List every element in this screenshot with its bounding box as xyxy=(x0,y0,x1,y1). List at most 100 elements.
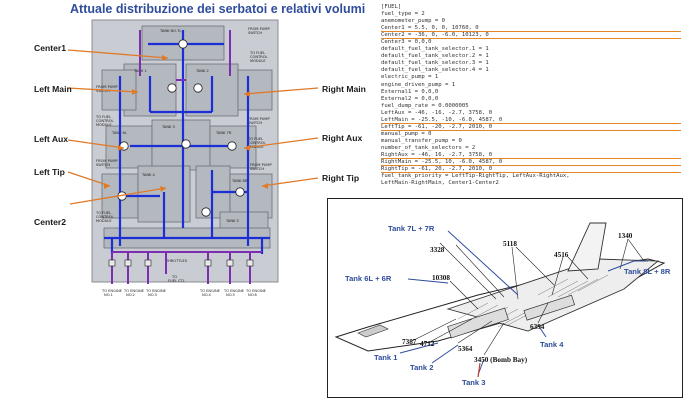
page-title: Attuale distribuzione dei serbatoi e rel… xyxy=(70,2,366,16)
callout-center1: Center1 xyxy=(34,43,66,53)
volume-4712: 4712 xyxy=(420,340,435,348)
svg-text:CONTROL: CONTROL xyxy=(248,141,266,145)
svg-text:SWITCH: SWITCH xyxy=(96,163,110,167)
volume-6394: 6394 xyxy=(530,323,545,331)
config-line: number_of_tank_selectors = 2 xyxy=(381,144,476,151)
config-line: default_fuel_tank_selector.1 = 1 xyxy=(381,46,489,53)
svg-text:MODULE: MODULE xyxy=(250,59,266,63)
config-line: [FUEL] xyxy=(381,4,402,10)
label-tank-7l-7r: Tank 7L + 7R xyxy=(388,224,435,233)
volume-3450-bomb-bay: 3450 (Bomb Bay) xyxy=(474,356,528,364)
svg-text:NO.4: NO.4 xyxy=(202,293,212,297)
volume-5364: 5364 xyxy=(458,345,473,353)
config-line: fuel_dump_rate = 0.0000005 xyxy=(381,102,469,109)
config-line: default_fuel_tank_selector.4 = 1 xyxy=(381,67,489,74)
config-line: default_fuel_tank_selector.2 = 1 xyxy=(381,53,489,60)
fuel-system-schematic: TANK NO.7L TANK 1 TANK 2 TANK 3 TANK 6L … xyxy=(0,16,380,402)
callout-right-tip: Right Tip xyxy=(322,173,360,183)
config-line: electric_pump = 1 xyxy=(381,74,439,81)
svg-text:TANK 2: TANK 2 xyxy=(195,69,209,73)
svg-text:TO ENGINE: TO ENGINE xyxy=(245,289,267,293)
svg-text:TO ENGINE: TO ENGINE xyxy=(145,289,167,293)
label-tank-2: Tank 2 xyxy=(410,363,434,372)
svg-text:MODULE: MODULE xyxy=(96,123,112,127)
svg-text:SWITCH: SWITCH xyxy=(248,121,262,125)
svg-text:NO.3: NO.3 xyxy=(148,293,157,297)
svg-text:FROM PUMP: FROM PUMP xyxy=(96,159,119,163)
svg-text:TANK 7R: TANK 7R xyxy=(215,131,232,135)
config-line: LeftAux = -46, -16, -2.7, 3758, 0 xyxy=(381,109,493,116)
svg-text:TANK 3: TANK 3 xyxy=(161,125,175,129)
config-line: Center3 = 0,0,0 xyxy=(381,39,432,46)
config-line: engine_driven_pump = 1 xyxy=(381,81,456,88)
config-line: External2 = 0,0,0 xyxy=(381,95,439,102)
svg-text:FUEL CTL: FUEL CTL xyxy=(168,279,185,283)
callout-left-aux: Left Aux xyxy=(34,134,69,144)
svg-text:NO.2: NO.2 xyxy=(126,293,135,297)
svg-text:TANK 5: TANK 5 xyxy=(225,219,239,223)
svg-text:TO ENGINE: TO ENGINE xyxy=(101,289,123,293)
label-tank-4: Tank 4 xyxy=(540,340,564,349)
svg-text:THROTTLES: THROTTLES xyxy=(165,259,188,263)
svg-text:TO FUEL: TO FUEL xyxy=(247,137,263,141)
volume-7387: 7387 xyxy=(402,338,417,346)
svg-text:TO ENGINE: TO ENGINE xyxy=(123,289,145,293)
svg-text:FROM PUMP: FROM PUMP xyxy=(248,117,271,121)
config-line: fuel_tank_priority = LeftTip-RightTip, L… xyxy=(381,173,570,180)
config-line-highlighted: LeftTip = -61, -20, -2.7, 2010, 0 xyxy=(381,124,681,131)
callout-right-main: Right Main xyxy=(322,84,366,94)
config-line-highlighted: Center1 = 5.5, 0, 0, 10760, 0 xyxy=(381,25,681,33)
svg-text:TO FUEL: TO FUEL xyxy=(95,211,111,215)
svg-text:NO.6: NO.6 xyxy=(248,293,258,297)
svg-text:CONTROL: CONTROL xyxy=(96,119,114,123)
config-line-highlighted: LeftMain = -25.5, -10, -6.0, 4587, 0 xyxy=(381,117,681,124)
svg-text:CONTROL: CONTROL xyxy=(250,55,268,59)
volume-5118: 5118 xyxy=(503,240,517,248)
svg-text:TO ENGINE: TO ENGINE xyxy=(223,289,245,293)
config-line-highlighted: RightAux = -46, 16, -2.7, 3758, 0 xyxy=(381,152,681,160)
svg-text:FROM PUMP: FROM PUMP xyxy=(96,85,119,89)
config-line: External1 = 0,0,0 xyxy=(381,88,439,95)
svg-text:TO FUEL: TO FUEL xyxy=(249,51,265,55)
callout-right-aux: Right Aux xyxy=(322,133,363,143)
aircraft-outline xyxy=(334,222,666,378)
svg-text:TANK 8R: TANK 8R xyxy=(231,179,248,183)
label-tank-8l-8r: Tank 8L + 8R xyxy=(624,267,671,276)
volume-4516: 4516 xyxy=(554,251,569,259)
svg-text:TO: TO xyxy=(171,275,177,279)
config-line: LeftMain-RightMain, Center1-Center2 xyxy=(381,180,499,187)
volume-1340: 1340 xyxy=(618,232,633,240)
svg-text:TANK 4: TANK 4 xyxy=(141,173,156,177)
callout-left-tip: Left Tip xyxy=(34,167,65,177)
config-line: anemometer_pump = 0 xyxy=(381,18,445,25)
svg-text:SWITCH: SWITCH xyxy=(96,89,110,93)
svg-text:TO FUEL: TO FUEL xyxy=(95,115,111,119)
config-line: manual_pump = 0 xyxy=(381,130,432,137)
label-tank-6l-6r: Tank 6L + 6R xyxy=(345,274,392,283)
config-line-highlighted: RightMain = -25.5, 10, -6.0, 4587, 0 xyxy=(381,159,681,167)
svg-text:SWITCH: SWITCH xyxy=(250,167,264,171)
svg-text:NO.5: NO.5 xyxy=(226,293,235,297)
svg-text:CONTROL: CONTROL xyxy=(96,215,114,219)
svg-text:TO ENGINE: TO ENGINE xyxy=(199,289,221,293)
config-line: default_fuel_tank_selector.3 = 1 xyxy=(381,60,489,67)
volume-3328: 3328 xyxy=(430,246,445,254)
callout-left-main: Left Main xyxy=(34,84,72,94)
config-line-highlighted: Center2 = -36, 0, -6.0, 10123, 0 xyxy=(381,32,681,40)
schematic-drawing: TANK NO.7L TANK 1 TANK 2 TANK 3 TANK 6L … xyxy=(67,19,319,297)
aircraft-tank-drawing: Tank 7L + 7R Tank 6L + 6R Tank 8L + 8R T… xyxy=(327,198,683,398)
svg-text:NO.1: NO.1 xyxy=(104,293,113,297)
volume-10308: 10308 xyxy=(432,274,450,282)
svg-text:FROM PUMP: FROM PUMP xyxy=(250,163,273,167)
svg-text:FROM PUMP: FROM PUMP xyxy=(248,27,271,31)
label-tank-3: Tank 3 xyxy=(462,378,486,387)
svg-text:MODULE: MODULE xyxy=(96,219,112,223)
svg-text:TANK NO.7L: TANK NO.7L xyxy=(159,29,181,33)
config-line: manual_transfer_pump = 0 xyxy=(381,137,462,144)
config-line: fuel_type = 2 xyxy=(381,11,425,18)
svg-text:SWITCH: SWITCH xyxy=(248,31,262,35)
callout-center2: Center2 xyxy=(34,217,66,227)
config-line-highlighted: RightTip = -61, 20, -2.7, 2010, 0 xyxy=(381,166,681,174)
label-tank-1: Tank 1 xyxy=(374,353,398,362)
